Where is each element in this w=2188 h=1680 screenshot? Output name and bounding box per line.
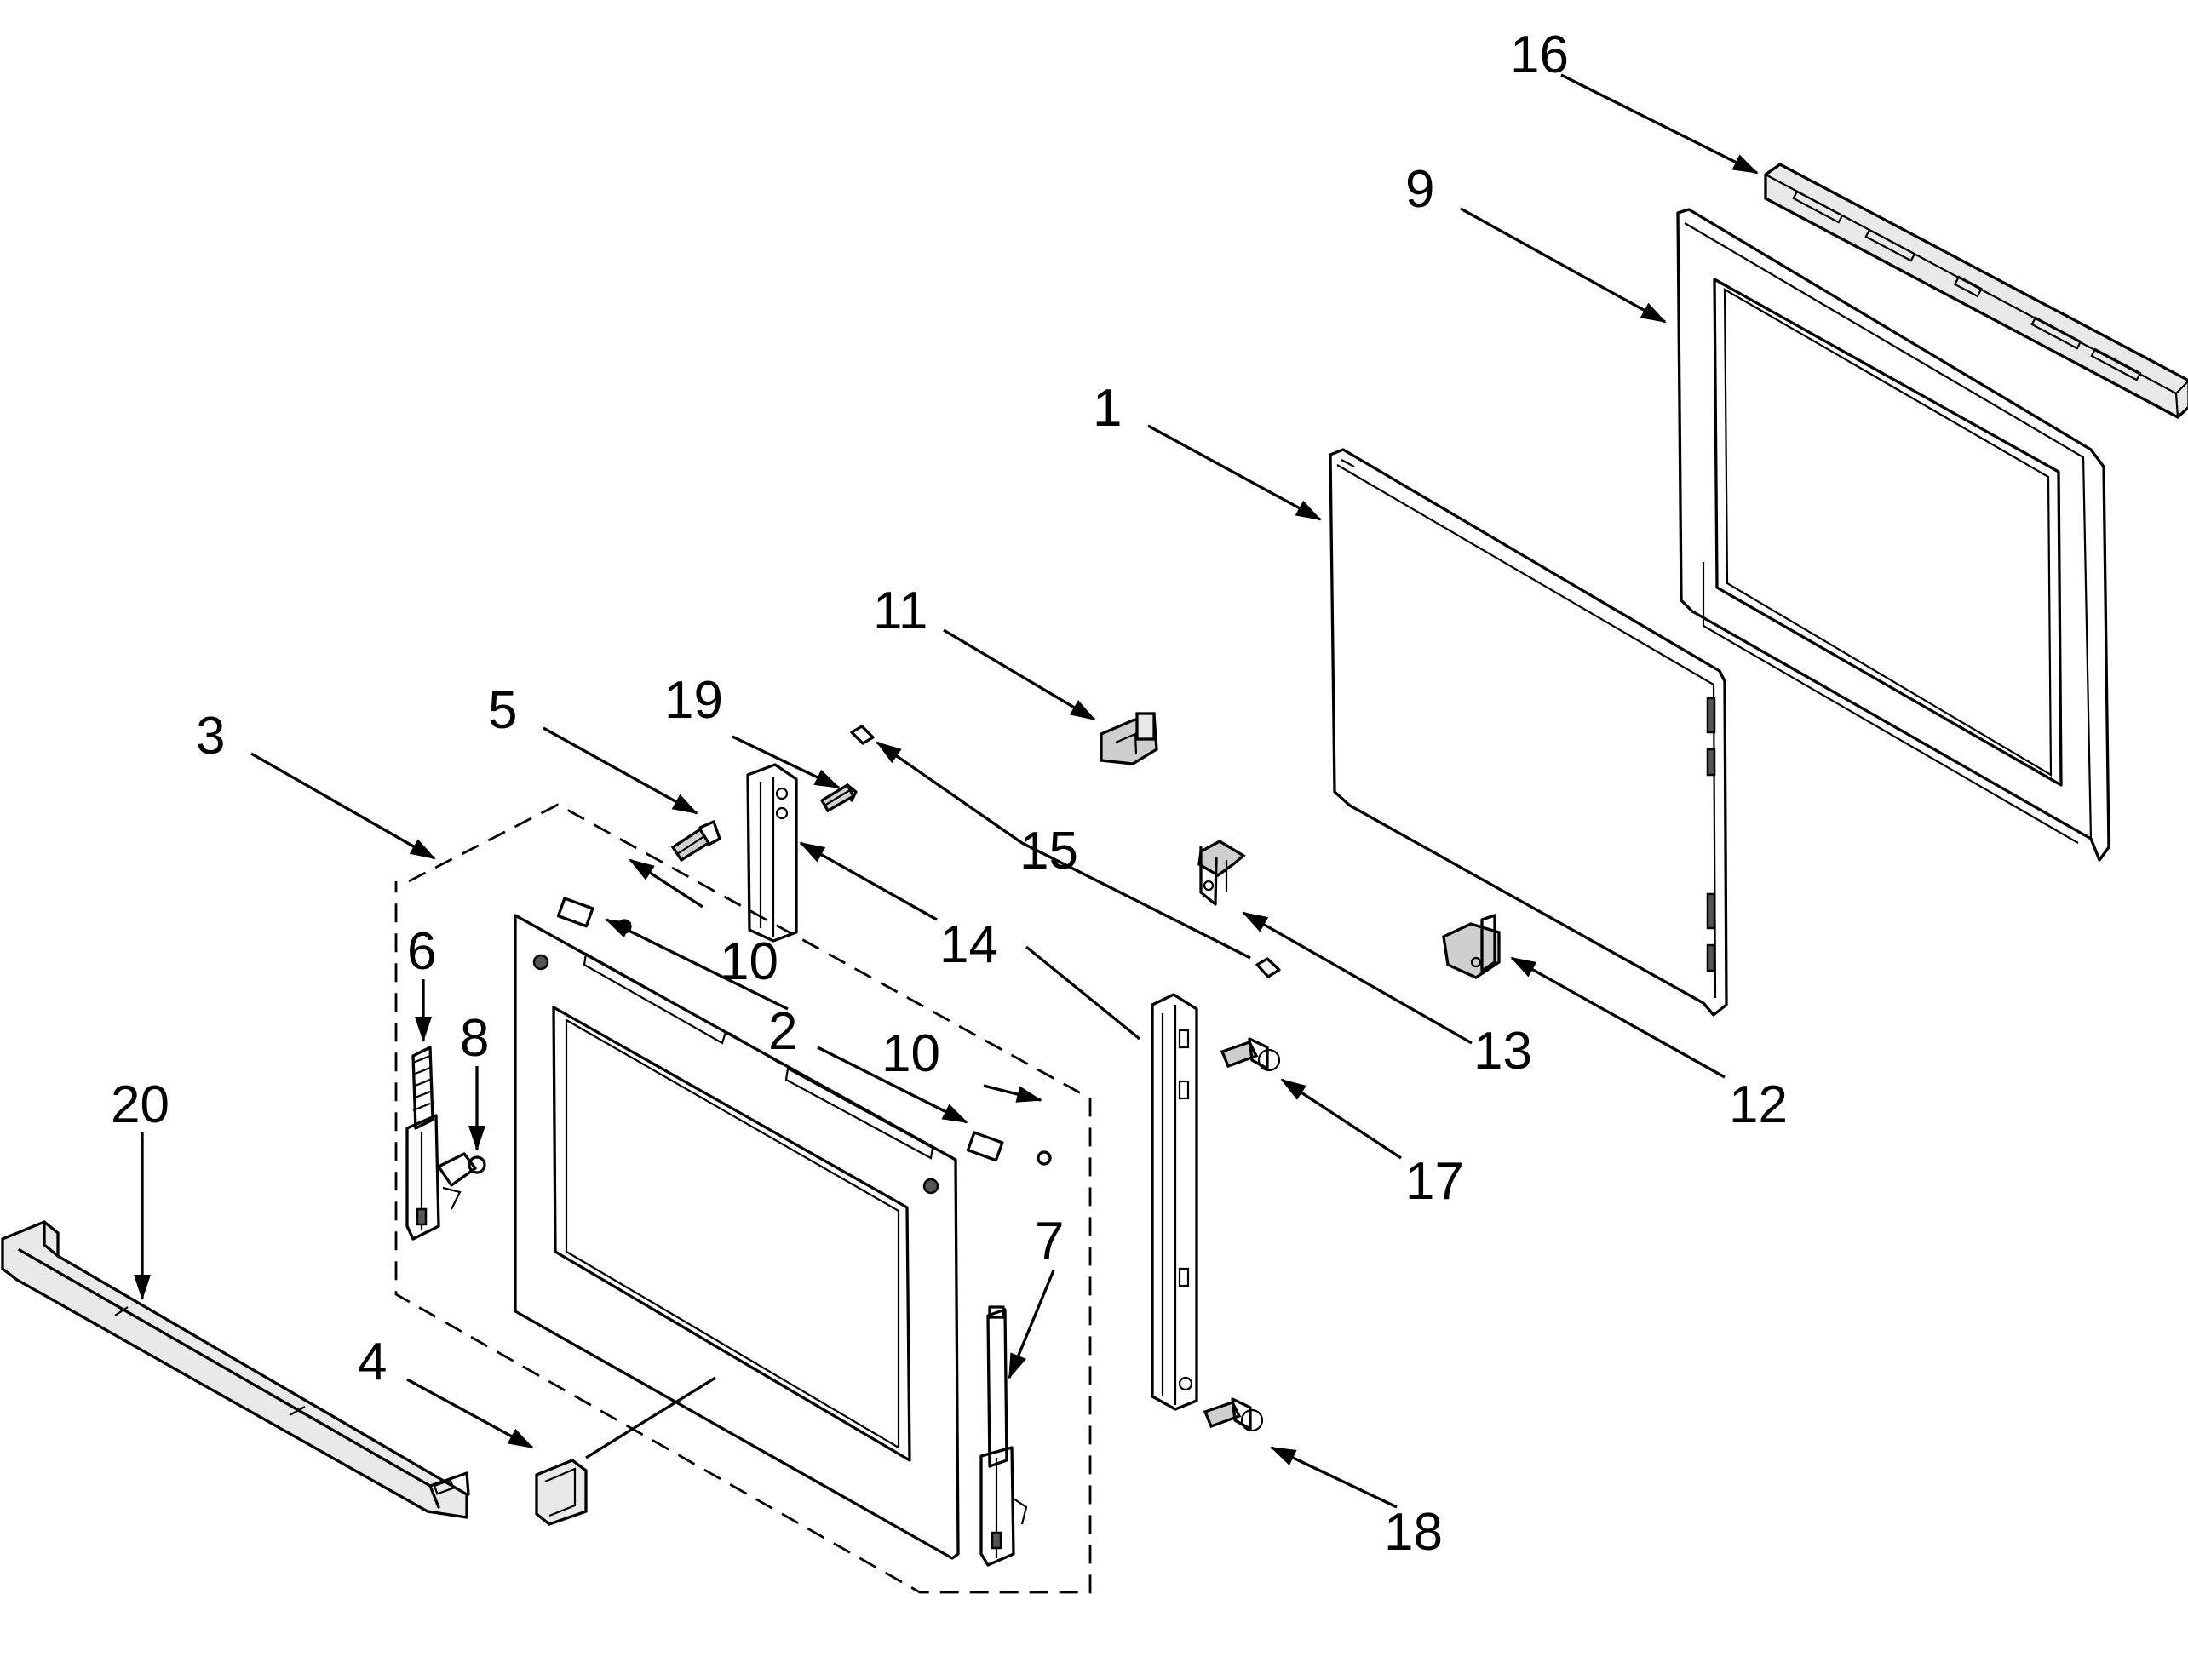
callout-20: 20 bbox=[111, 1075, 169, 1134]
callout-1: 1 bbox=[1093, 379, 1122, 438]
callout-8: 8 bbox=[460, 1009, 489, 1068]
part-bumper-4 bbox=[535, 1376, 716, 1526]
part-tag-10 bbox=[556, 897, 1052, 1166]
part-glass-panel bbox=[1329, 448, 1728, 1017]
part-inner-door bbox=[514, 914, 960, 1560]
part-screw-18 bbox=[1203, 1397, 1264, 1432]
callout-13: 13 bbox=[1473, 1022, 1532, 1081]
callout-2: 2 bbox=[768, 1002, 797, 1061]
leader-lines bbox=[134, 73, 1759, 1509]
part-bracket-13 bbox=[1197, 840, 1246, 906]
callout-9: 9 bbox=[1405, 160, 1434, 219]
part-screw-17 bbox=[1220, 1037, 1281, 1072]
part-outer-panel bbox=[1676, 208, 2110, 862]
part-hinge-7 bbox=[979, 1305, 1028, 1567]
callout-15: 15 bbox=[1019, 822, 1078, 880]
callout-10b: 10 bbox=[882, 1024, 940, 1083]
part-screw-19 bbox=[819, 783, 858, 813]
callout-14: 14 bbox=[939, 915, 998, 974]
part-hinge-6 bbox=[405, 1046, 440, 1241]
callout-7: 7 bbox=[1035, 1212, 1064, 1270]
callout-labels: 16 9 1 11 19 5 3 15 14 10 2 10 13 12 17 … bbox=[111, 26, 1788, 1562]
part-clip-11 bbox=[1100, 712, 1158, 765]
callout-6: 6 bbox=[407, 922, 436, 981]
part-screw-5 bbox=[670, 820, 721, 863]
part-vent-trim bbox=[1764, 163, 2188, 420]
part-door-handle-20 bbox=[1, 1220, 470, 1519]
callout-18: 18 bbox=[1384, 1503, 1443, 1562]
callout-16: 16 bbox=[1510, 26, 1569, 84]
part-spacer-15 bbox=[850, 725, 1281, 978]
part-bracket-12 bbox=[1442, 914, 1501, 979]
callout-3: 3 bbox=[196, 707, 225, 765]
callout-12: 12 bbox=[1729, 1075, 1788, 1134]
part-door-assembly-outline bbox=[394, 803, 1092, 1594]
callout-5: 5 bbox=[488, 681, 517, 740]
part-hinge-bracket-14 bbox=[746, 763, 1198, 1411]
part-roller-8 bbox=[437, 1152, 486, 1210]
callout-4: 4 bbox=[358, 1333, 387, 1391]
callout-10a: 10 bbox=[720, 932, 778, 991]
callout-11: 11 bbox=[873, 582, 927, 640]
callout-17: 17 bbox=[1405, 1152, 1464, 1211]
callout-19: 19 bbox=[664, 671, 723, 730]
